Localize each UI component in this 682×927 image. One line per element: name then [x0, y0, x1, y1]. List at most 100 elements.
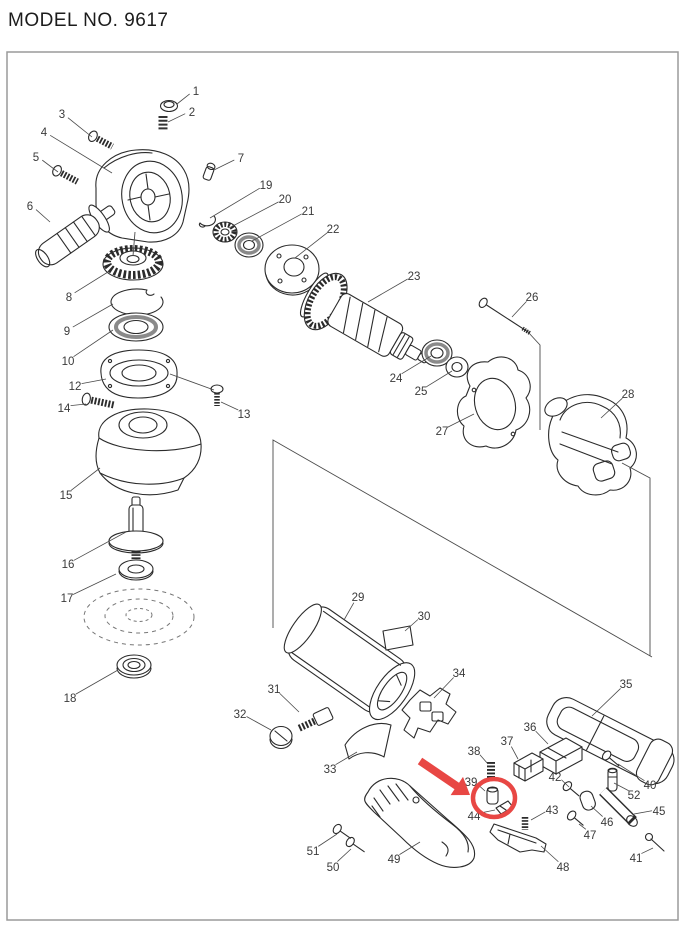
leader-line-part-30 — [404, 619, 419, 632]
leader-line-part-35 — [591, 688, 621, 717]
screw-part-3 — [88, 130, 114, 150]
part-label-23: 23 — [408, 271, 421, 283]
part-label-46: 46 — [601, 817, 614, 829]
inset-box-edge — [272, 439, 653, 658]
leader-line-part-8 — [74, 271, 109, 294]
armature-part-23 — [299, 272, 429, 364]
leader-line-part-47 — [578, 823, 587, 830]
leader-line-part-24 — [401, 355, 432, 375]
part-label-38: 38 — [468, 746, 481, 758]
tube-part-45 — [599, 787, 638, 827]
gear-part-20 — [212, 221, 238, 243]
part-label-43: 43 — [546, 805, 559, 817]
part-label-52: 52 — [628, 790, 641, 802]
retaining-ring-part-9 — [110, 288, 164, 316]
leader-line-part-26 — [511, 301, 527, 318]
leader-line-part-33 — [335, 751, 358, 766]
leader-line-part-41 — [641, 847, 654, 854]
screw-part-47 — [566, 810, 584, 826]
clip-part-19 — [198, 215, 216, 228]
part-label-13: 13 — [238, 409, 251, 421]
leader-line-part-27 — [447, 413, 475, 428]
part-label-6: 6 — [27, 201, 33, 213]
part-label-26: 26 — [526, 292, 539, 304]
part-label-17: 17 — [61, 593, 74, 605]
leader-line-part-40 — [617, 763, 645, 782]
leader-line-part-51 — [318, 833, 338, 847]
block-part-37 — [513, 752, 544, 782]
leader-line-part-19 — [209, 187, 260, 219]
part-label-42: 42 — [549, 772, 562, 784]
part-label-48: 48 — [557, 862, 570, 874]
part-label-9: 9 — [64, 326, 70, 338]
leader-line-part-2 — [167, 113, 186, 123]
screw-part-5 — [52, 165, 79, 185]
part-label-35: 35 — [620, 679, 633, 691]
diagram-frame-border — [6, 51, 679, 921]
handle-housing-part-49 — [364, 777, 476, 868]
leader-line-part-13 — [220, 401, 239, 411]
leader-line-part-15 — [70, 467, 101, 491]
leader-line-part-25 — [426, 370, 453, 388]
part-label-15: 15 — [60, 490, 73, 502]
part-label-31: 31 — [268, 684, 281, 696]
screw-part-51 — [332, 823, 351, 839]
leader-line-part-16 — [73, 531, 127, 561]
flange-part-22 — [264, 244, 320, 296]
switch-part-36 — [539, 737, 583, 775]
highlight-annotation — [417, 757, 518, 820]
grinding-wheel-outline — [83, 588, 195, 646]
leader-line-part-6 — [35, 209, 51, 223]
flange-to-screw13-line — [169, 373, 215, 391]
leader-line-part-42 — [561, 779, 570, 788]
leader-line-part-46 — [590, 805, 603, 817]
bearing-part-10 — [108, 312, 164, 342]
leader-line-part-9 — [72, 303, 114, 328]
part-label-18: 18 — [64, 693, 77, 705]
wheel-guard-part-15 — [95, 408, 202, 496]
part-label-51: 51 — [307, 846, 320, 858]
part-number-labels: 1234567891012131415161718192021222324252… — [27, 86, 666, 874]
part-label-1: 1 — [193, 86, 199, 98]
leader-line-part-45 — [633, 810, 653, 815]
screw-part-14 — [81, 392, 115, 409]
part-label-33: 33 — [324, 764, 337, 776]
part-label-16: 16 — [62, 559, 75, 571]
leader-line-part-48 — [540, 845, 559, 863]
pin-part-7 — [202, 162, 216, 181]
part-label-2: 2 — [189, 107, 195, 119]
part-label-4: 4 — [41, 127, 48, 139]
leader-line-part-29 — [343, 602, 355, 621]
part-label-27: 27 — [436, 426, 449, 438]
leader-line-part-3 — [67, 117, 93, 138]
leader-line-part-12 — [81, 378, 107, 385]
brush-cap-part-32 — [269, 725, 293, 749]
leader-line-part-49 — [399, 841, 421, 855]
baffle-plate-part-27 — [456, 356, 531, 449]
leader-line-part-5 — [42, 159, 59, 173]
screw-part-40 — [601, 750, 620, 767]
screw-part-50 — [345, 836, 365, 853]
sheet-part-33 — [344, 723, 392, 760]
motor-housing-part-29 — [283, 603, 416, 721]
leader-line-part-14 — [70, 403, 87, 407]
part-label-32: 32 — [234, 709, 247, 721]
part-label-19: 19 — [260, 180, 273, 192]
cylinder-part-52 — [607, 767, 618, 792]
leader-line-part-18 — [75, 669, 119, 695]
part-label-44: 44 — [468, 811, 481, 823]
inner-flange-part-17 — [118, 559, 154, 581]
part-label-8: 8 — [66, 292, 72, 304]
bolt-part-26 — [478, 297, 532, 336]
field-coil-part-28 — [544, 394, 637, 496]
part-label-39: 39 — [465, 777, 478, 789]
part-label-45: 45 — [653, 806, 666, 818]
leader-line-part-36 — [535, 730, 549, 745]
gear-housing-part-4 — [95, 149, 190, 243]
leader-line-part-32 — [246, 716, 272, 731]
red-circle-highlight — [470, 776, 518, 820]
page-title: MODEL NO. 9617 — [8, 10, 168, 31]
part-label-25: 25 — [415, 386, 428, 398]
name-plate-part-30 — [382, 625, 414, 651]
